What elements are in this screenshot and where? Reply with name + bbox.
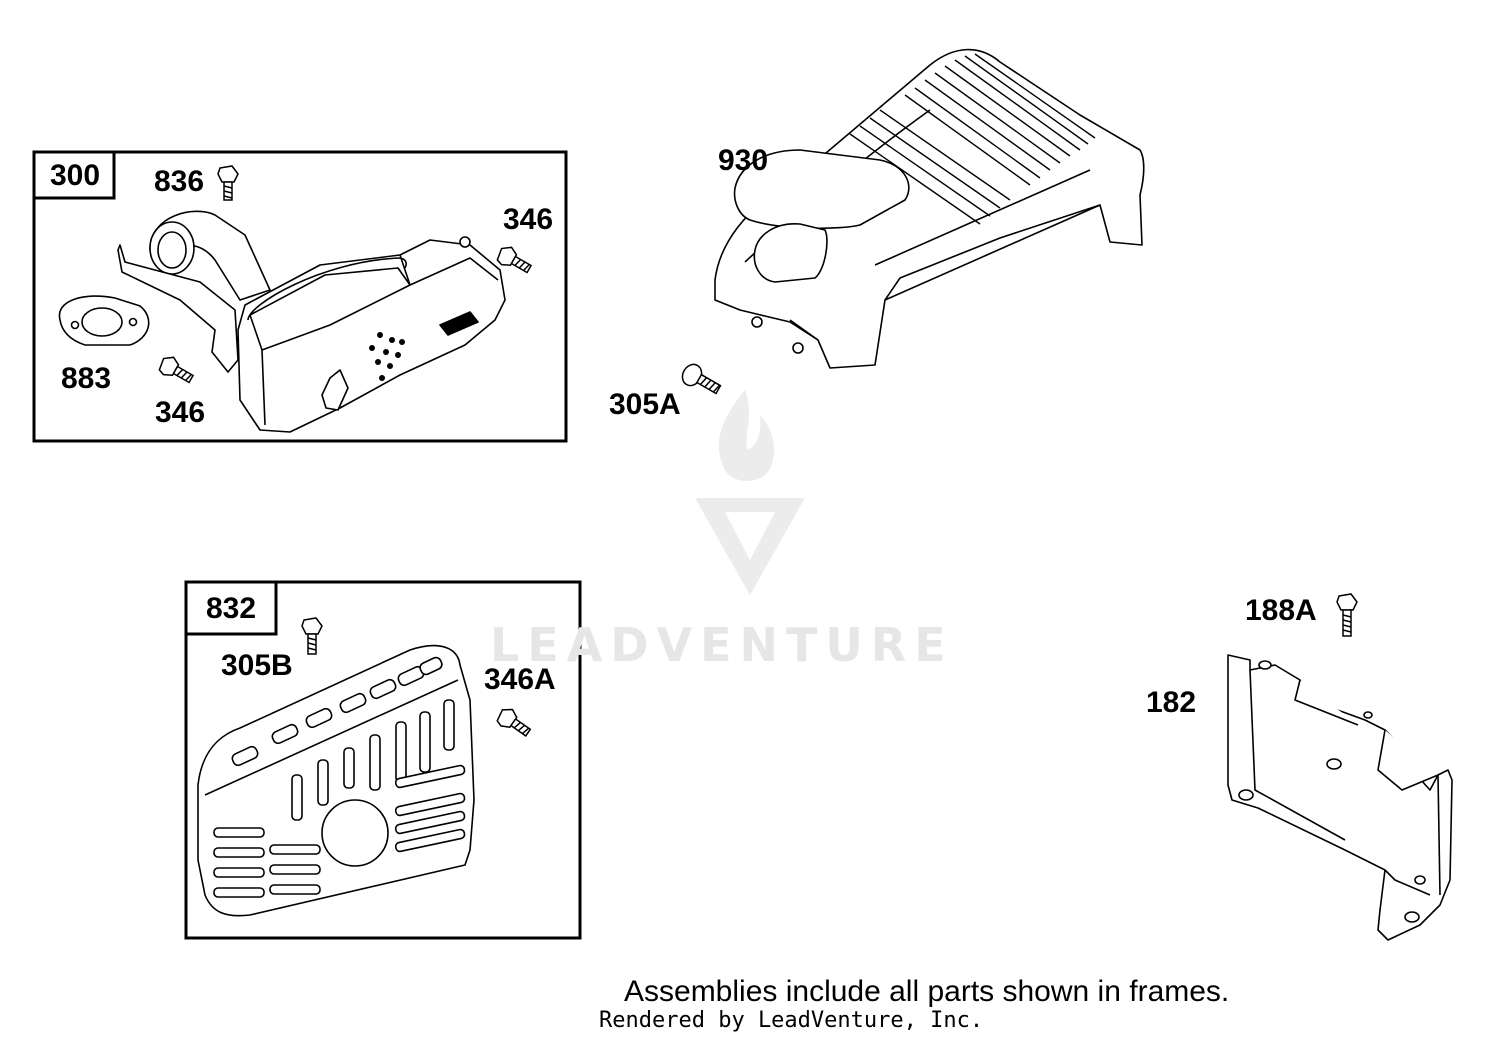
label-346-top: 346 — [503, 203, 554, 236]
label-182: 182 — [1146, 686, 1197, 719]
screw-188A-drawing — [1336, 593, 1358, 637]
muffler-drawing — [117, 210, 506, 433]
watermark-text: LEADVENTURE — [490, 618, 954, 672]
label-305B: 305B — [221, 649, 293, 682]
label-883: 883 — [61, 362, 112, 395]
bracket-drawing — [1227, 654, 1453, 941]
frame-832 — [184, 580, 582, 940]
gasket-drawing — [58, 295, 150, 346]
render-credit: Rendered by LeadVenture, Inc. — [599, 1008, 984, 1033]
label-930: 930 — [718, 144, 769, 177]
assemblies-note: Assemblies include all parts shown in fr… — [624, 975, 1230, 1008]
watermark-logo — [695, 390, 805, 595]
screw-305A-drawing — [681, 363, 722, 395]
heat-shield-drawing — [197, 644, 475, 917]
label-346-bottom: 346 — [155, 396, 206, 429]
shroud-drawing — [714, 48, 1145, 369]
frame-300 — [32, 150, 568, 443]
label-836: 836 — [154, 165, 205, 198]
frame-832-id: 832 — [205, 592, 257, 625]
screws-frame-300 — [158, 165, 533, 384]
label-346A: 346A — [484, 663, 556, 696]
label-305A: 305A — [609, 388, 681, 421]
frame-300-id: 300 — [49, 159, 101, 192]
label-188A: 188A — [1245, 594, 1317, 627]
screws-frame-832 — [301, 617, 532, 737]
